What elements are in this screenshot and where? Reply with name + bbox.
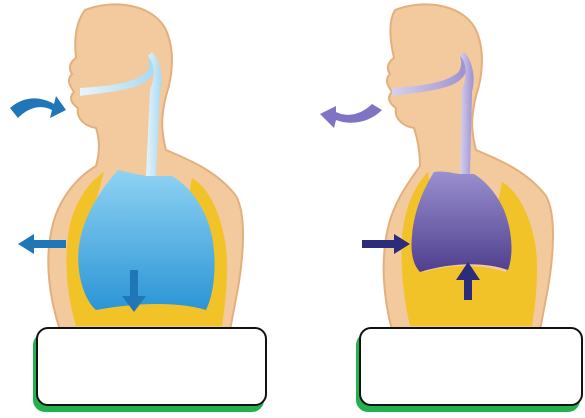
exhalation-label-box[interactable] [359, 327, 583, 406]
air-in-arrow-icon [10, 96, 66, 118]
inhalation-label-box[interactable] [36, 327, 267, 406]
air-out-arrow-icon [320, 104, 382, 128]
inhalation-figure [10, 4, 243, 330]
exhalation-figure [320, 4, 553, 330]
